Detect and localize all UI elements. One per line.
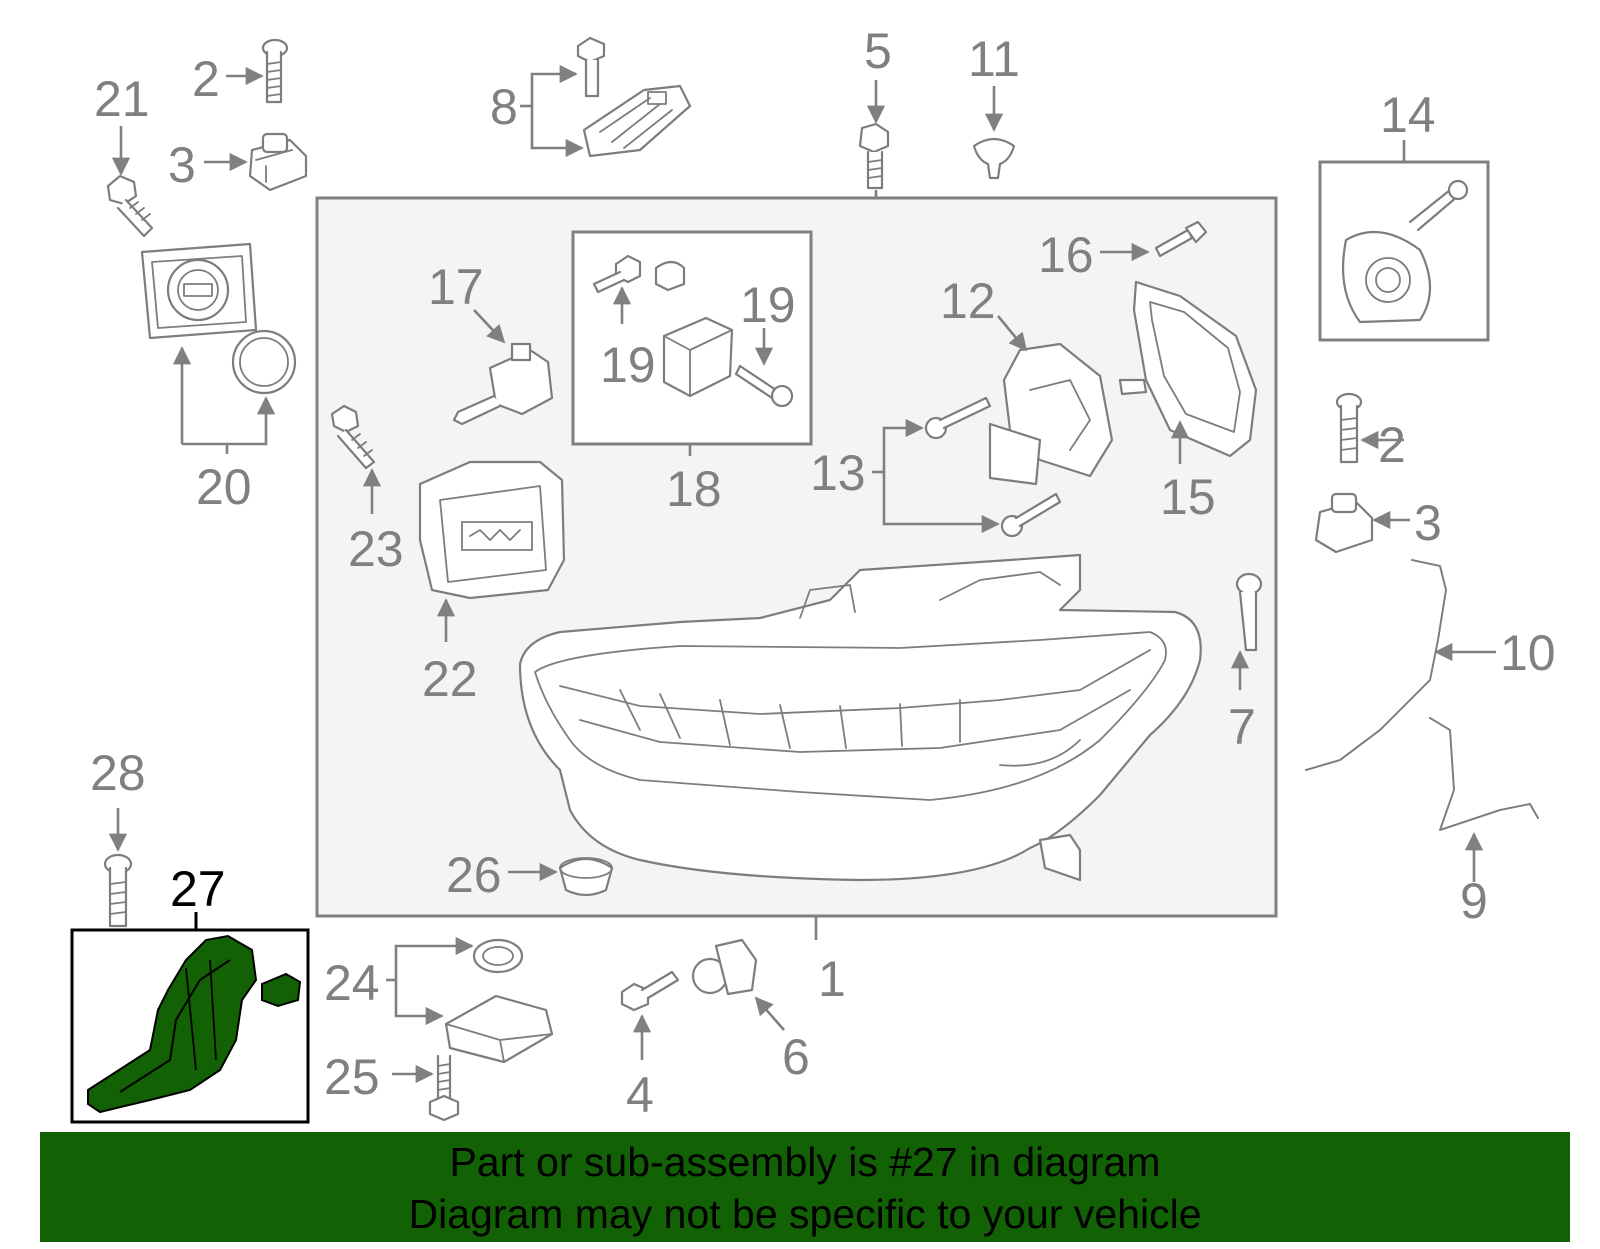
banner-line-1: Part or sub-assembly is #27 in diagram xyxy=(449,1139,1161,1185)
hose-part-10[interactable] xyxy=(1305,559,1447,771)
callout-19-b: 19 xyxy=(740,277,796,333)
callout-28: 28 xyxy=(90,745,146,801)
bracket-part-27[interactable] xyxy=(87,934,302,1114)
screw-part-19-a[interactable] xyxy=(592,254,642,294)
bolt-part-28[interactable] xyxy=(103,853,133,928)
screw-part-13-lower[interactable] xyxy=(1000,492,1062,538)
bolt-part-2-top[interactable] xyxy=(261,38,289,104)
info-banner: Part or sub-assembly is #27 in diagram D… xyxy=(40,1132,1570,1242)
callout-18: 18 xyxy=(666,461,722,517)
screw-part-16[interactable] xyxy=(1154,220,1208,258)
bolt-part-21[interactable] xyxy=(106,174,154,238)
bracket-part-8[interactable] xyxy=(582,84,692,158)
tube-part-7[interactable] xyxy=(1235,572,1263,652)
ballast-part-22[interactable] xyxy=(418,460,566,600)
headlamp-part-1[interactable] xyxy=(518,553,1202,882)
callout-16: 16 xyxy=(1038,227,1094,283)
callout-17: 17 xyxy=(428,259,484,315)
seal-ring-part-20[interactable] xyxy=(231,329,297,395)
leveling-motor-part-14[interactable] xyxy=(1341,179,1469,324)
callout-21: 21 xyxy=(94,71,150,127)
banner-line-2: Diagram may not be specific to your vehi… xyxy=(408,1191,1202,1237)
callout-10: 10 xyxy=(1500,625,1556,681)
nut-part-19[interactable] xyxy=(654,260,686,292)
clip-part-11[interactable] xyxy=(972,137,1016,180)
callout-13: 13 xyxy=(810,445,866,501)
callout-labels: 1 2 2 3 3 4 5 6 7 8 9 10 11 12 13 14 15 … xyxy=(90,23,1556,1123)
callout-6: 6 xyxy=(782,1029,810,1085)
callout-1: 1 xyxy=(818,951,846,1007)
screw-part-19-b[interactable] xyxy=(734,364,794,408)
bracket-part-19[interactable] xyxy=(662,316,734,398)
callout-5: 5 xyxy=(864,23,892,79)
callout-27: 27 xyxy=(170,861,226,917)
bolt-part-8[interactable] xyxy=(576,36,606,98)
callout-14: 14 xyxy=(1380,87,1436,143)
bolt-part-2-right[interactable] xyxy=(1335,392,1363,464)
callout-2-top: 2 xyxy=(192,51,220,107)
cap-part-26[interactable] xyxy=(558,857,614,897)
callout-7: 7 xyxy=(1228,699,1256,755)
bolt-part-25[interactable] xyxy=(428,1054,460,1122)
callout-3-top: 3 xyxy=(168,137,196,193)
callout-25: 25 xyxy=(324,1049,380,1105)
callout-22: 22 xyxy=(422,651,478,707)
callout-11: 11 xyxy=(968,31,1020,87)
clip-part-3-top[interactable] xyxy=(248,132,308,192)
callout-3-right: 3 xyxy=(1414,495,1442,551)
control-module-part-20[interactable] xyxy=(140,242,258,340)
leader-lines xyxy=(108,64,1496,1084)
screw-part-13-upper[interactable] xyxy=(924,396,992,440)
screw-part-23[interactable] xyxy=(330,404,376,470)
callout-12: 12 xyxy=(940,273,996,329)
hose-part-9[interactable] xyxy=(1429,717,1539,831)
bulb-cover-part-12[interactable] xyxy=(988,342,1114,486)
callout-15: 15 xyxy=(1160,469,1216,525)
clip-part-3-right[interactable] xyxy=(1314,492,1374,554)
actuator-part-17[interactable] xyxy=(452,342,554,426)
screw-part-4[interactable] xyxy=(620,970,680,1012)
callout-2-right: 2 xyxy=(1378,417,1406,473)
callout-23: 23 xyxy=(348,521,404,577)
module-part-24[interactable] xyxy=(444,994,554,1064)
callout-4: 4 xyxy=(626,1067,654,1123)
seal-part-24[interactable] xyxy=(472,938,524,974)
part-18-box xyxy=(571,230,813,446)
bulb-part-6[interactable] xyxy=(691,938,758,996)
callout-9: 9 xyxy=(1460,873,1488,929)
callout-20: 20 xyxy=(196,459,252,515)
callout-8: 8 xyxy=(490,79,518,135)
callout-26: 26 xyxy=(446,847,502,903)
gasket-part-15[interactable] xyxy=(1118,280,1258,458)
bolt-part-5[interactable] xyxy=(858,122,890,190)
callout-19-a: 19 xyxy=(600,337,656,393)
callout-24: 24 xyxy=(324,955,380,1011)
